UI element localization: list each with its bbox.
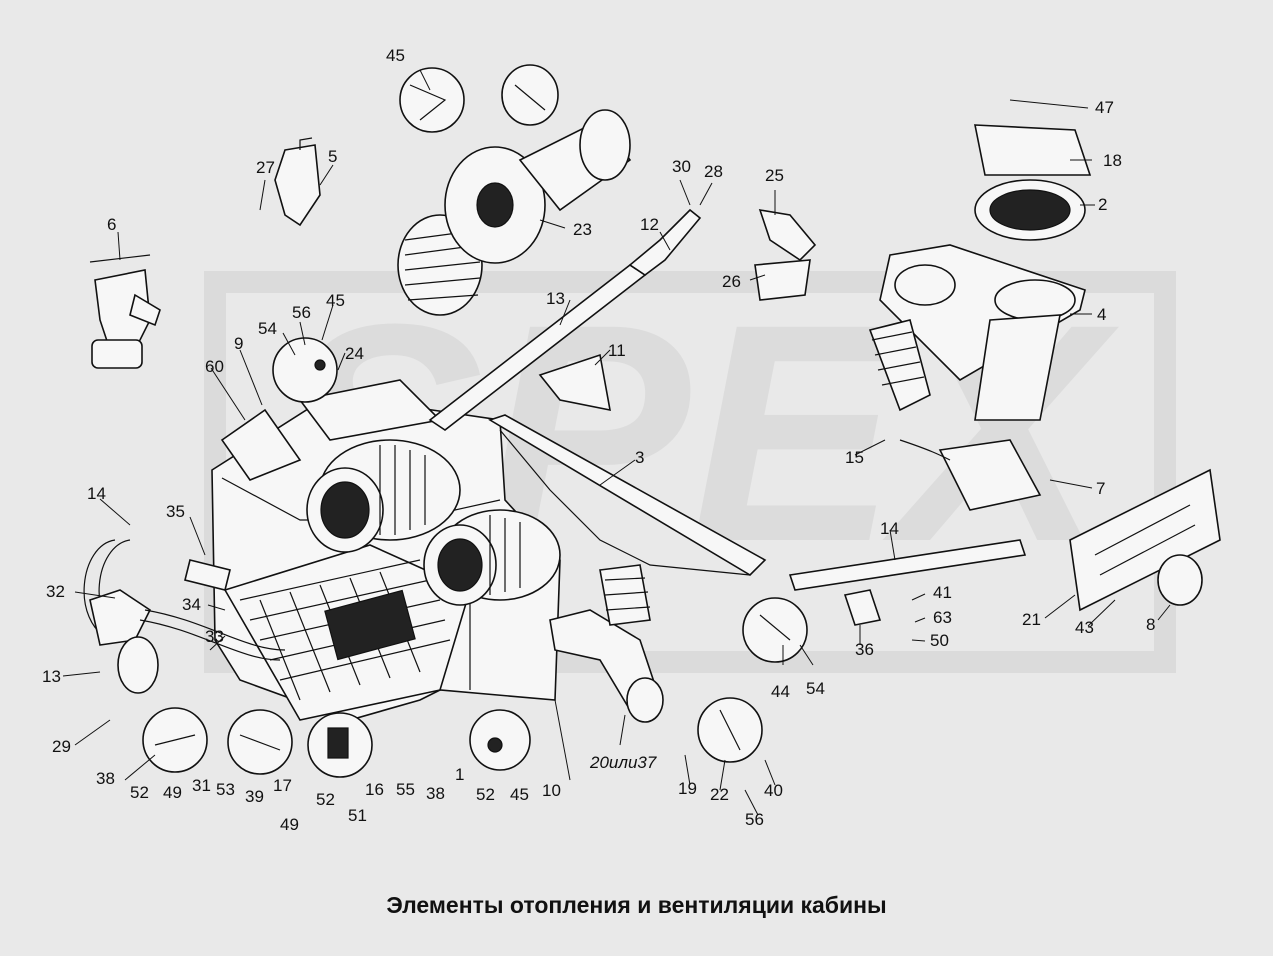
callout-54-right: 54 — [806, 679, 825, 698]
control-rod — [788, 539, 1027, 626]
callout-7: 7 — [1096, 479, 1105, 498]
callout-8: 8 — [1146, 615, 1155, 634]
callout-5: 5 — [328, 147, 337, 166]
callout-13-left: 13 — [42, 667, 61, 686]
callout-51: 51 — [348, 806, 367, 825]
callout-labels: 45 27 5 23 30 28 25 12 26 6 13 11 56 45 … — [42, 46, 1155, 834]
callout-41: 41 — [933, 583, 952, 602]
callout-30: 30 — [672, 157, 691, 176]
callout-13-top: 13 — [546, 289, 565, 308]
detail-circle-44 — [742, 597, 808, 663]
callout-3: 3 — [635, 448, 644, 467]
callout-43: 43 — [1075, 618, 1094, 637]
fan-duct-9-60 — [220, 379, 442, 481]
callout-20-or-37: 20или37 — [589, 753, 657, 772]
callout-44: 44 — [771, 682, 790, 701]
callout-27: 27 — [256, 158, 275, 177]
callout-34: 34 — [182, 595, 201, 614]
callout-18: 18 — [1103, 151, 1122, 170]
callout-45-mid: 45 — [326, 291, 345, 310]
callout-36: 36 — [855, 640, 874, 659]
bracket-11 — [538, 353, 611, 412]
callout-9: 9 — [234, 334, 243, 353]
callout-23: 23 — [573, 220, 592, 239]
hoses-left — [83, 539, 286, 694]
figure-caption: Элементы отопления и вентиляции кабины — [386, 892, 887, 918]
callout-11: 11 — [608, 341, 626, 360]
switch-7 — [899, 439, 1042, 511]
blower-fan-right — [423, 509, 561, 606]
detail-circle-52 — [469, 709, 531, 771]
callout-38-left: 38 — [96, 769, 115, 788]
callout-47: 47 — [1095, 98, 1114, 117]
callout-40: 40 — [764, 781, 783, 800]
bracket-bar-3 — [488, 414, 767, 577]
callout-29: 29 — [52, 737, 71, 756]
detail-circle-45 — [399, 67, 465, 133]
callout-33: 33 — [205, 627, 224, 646]
callout-14-right: 14 — [880, 519, 899, 538]
callout-16: 16 — [365, 780, 384, 799]
fitting-5 — [274, 137, 321, 227]
callout-38-mid: 38 — [426, 784, 445, 803]
callout-26: 26 — [722, 272, 741, 291]
deflector-assembly — [868, 124, 1092, 421]
callout-54-top: 54 — [258, 319, 277, 338]
callout-21: 21 — [1022, 610, 1041, 629]
callout-32: 32 — [46, 582, 65, 601]
callout-53: 53 — [216, 780, 235, 799]
detail-circle-16 — [307, 712, 373, 778]
callout-49-left: 49 — [163, 783, 182, 802]
heater-tap — [89, 254, 161, 369]
callout-63: 63 — [933, 608, 952, 627]
callout-2: 2 — [1098, 195, 1107, 214]
callout-39: 39 — [245, 787, 264, 806]
callout-10: 10 — [542, 781, 561, 800]
electric-motor — [397, 64, 632, 316]
callout-56-top: 56 — [292, 303, 311, 322]
callout-31: 31 — [192, 776, 211, 795]
callout-52-mid: 52 — [316, 790, 335, 809]
callout-52-right: 52 — [476, 785, 495, 804]
callout-50: 50 — [930, 631, 949, 650]
callout-12: 12 — [640, 215, 659, 234]
callout-60: 60 — [205, 357, 224, 376]
callout-25: 25 — [765, 166, 784, 185]
callout-14-left: 14 — [87, 484, 106, 503]
small-fittings-25-26 — [754, 208, 817, 301]
heater-housing — [211, 394, 561, 721]
detail-circle-22 — [697, 697, 763, 763]
callout-28: 28 — [704, 162, 723, 181]
callout-19: 19 — [678, 779, 697, 798]
callout-1: 1 — [455, 765, 464, 784]
leader-lines — [62, 69, 1171, 816]
callout-17: 17 — [273, 776, 292, 795]
callout-35: 35 — [166, 502, 185, 521]
detail-circle-31 — [227, 709, 293, 775]
callout-55: 55 — [396, 780, 415, 799]
callout-4: 4 — [1097, 305, 1106, 324]
corrugated-hoses — [549, 564, 664, 723]
detail-circle-38 — [142, 707, 208, 773]
control-panel — [1069, 468, 1221, 612]
callout-56-bottom: 56 — [745, 810, 764, 829]
callout-6: 6 — [107, 215, 116, 234]
callout-49-mid: 49 — [280, 815, 299, 834]
callout-15: 15 — [845, 448, 864, 467]
callout-24: 24 — [345, 344, 364, 363]
callout-45-bottom: 45 — [510, 785, 529, 804]
callout-52-left: 52 — [130, 783, 149, 802]
callout-45-top: 45 — [386, 46, 405, 65]
callout-22: 22 — [710, 785, 729, 804]
blower-fan-left — [306, 439, 461, 553]
detail-circle-56-54 — [272, 337, 338, 403]
